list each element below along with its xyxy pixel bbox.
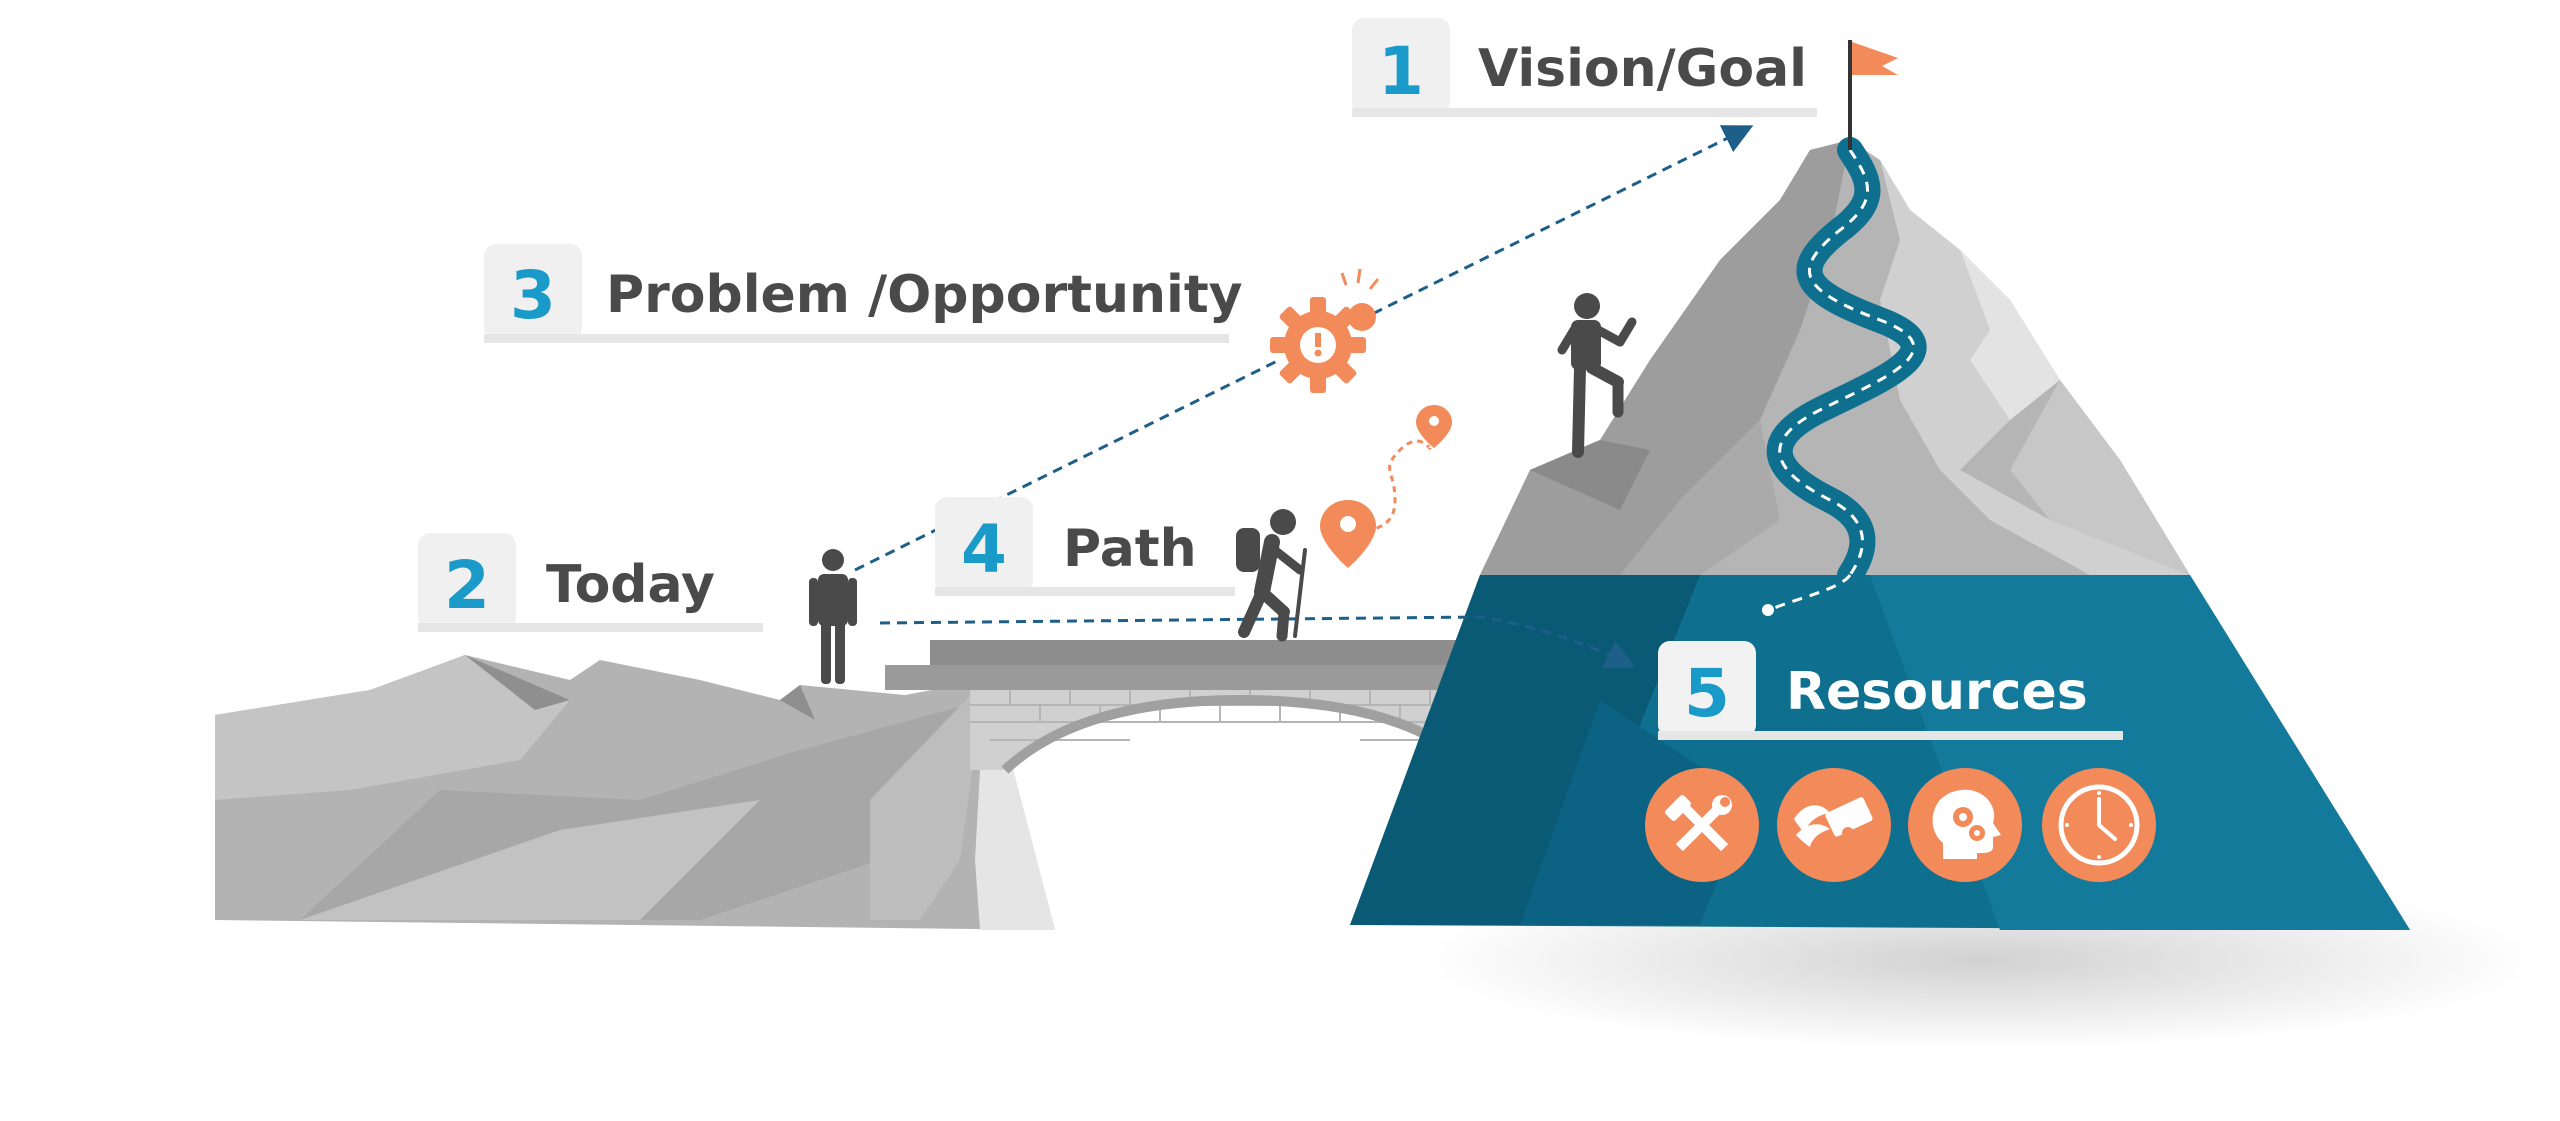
tools-icon xyxy=(1645,768,1759,882)
step-5-title: Resources xyxy=(1786,662,2088,722)
step-1-number: 1 xyxy=(1378,33,1424,110)
clock-icon xyxy=(2042,768,2156,882)
gear-alert-icon xyxy=(1270,268,1380,393)
step-2-title: Today xyxy=(546,555,715,615)
step-4-number: 4 xyxy=(961,511,1007,588)
step-1-label: 1 Vision/Goal xyxy=(1352,18,1817,117)
hiker-icon xyxy=(1236,509,1307,642)
step-2-label: 2 Today xyxy=(418,533,763,632)
location-pin-icon xyxy=(1320,405,1452,568)
resource-icons xyxy=(1645,768,2156,882)
money-wings-icon xyxy=(1777,768,1891,882)
person-standing-icon xyxy=(809,549,857,684)
step-2-number: 2 xyxy=(444,547,490,624)
climbing-person-icon xyxy=(1557,293,1637,458)
stone-bridge xyxy=(885,640,1525,774)
step-4-label: 4 Path xyxy=(935,497,1235,596)
connector-today-to-resources xyxy=(879,615,1636,668)
left-cliff xyxy=(215,655,1055,930)
step-3-label: 3 Problem /Opportunity xyxy=(484,244,1243,343)
step-5-label: 5 Resources xyxy=(1658,641,2123,740)
head-gears-icon xyxy=(1908,768,2022,882)
step-4-title: Path xyxy=(1063,519,1197,579)
step-3-number: 3 xyxy=(510,257,556,334)
flag-icon xyxy=(1848,40,1898,150)
step-1-title: Vision/Goal xyxy=(1478,39,1807,99)
step-5-number: 5 xyxy=(1684,655,1730,732)
step-3-title: Problem /Opportunity xyxy=(606,265,1243,325)
